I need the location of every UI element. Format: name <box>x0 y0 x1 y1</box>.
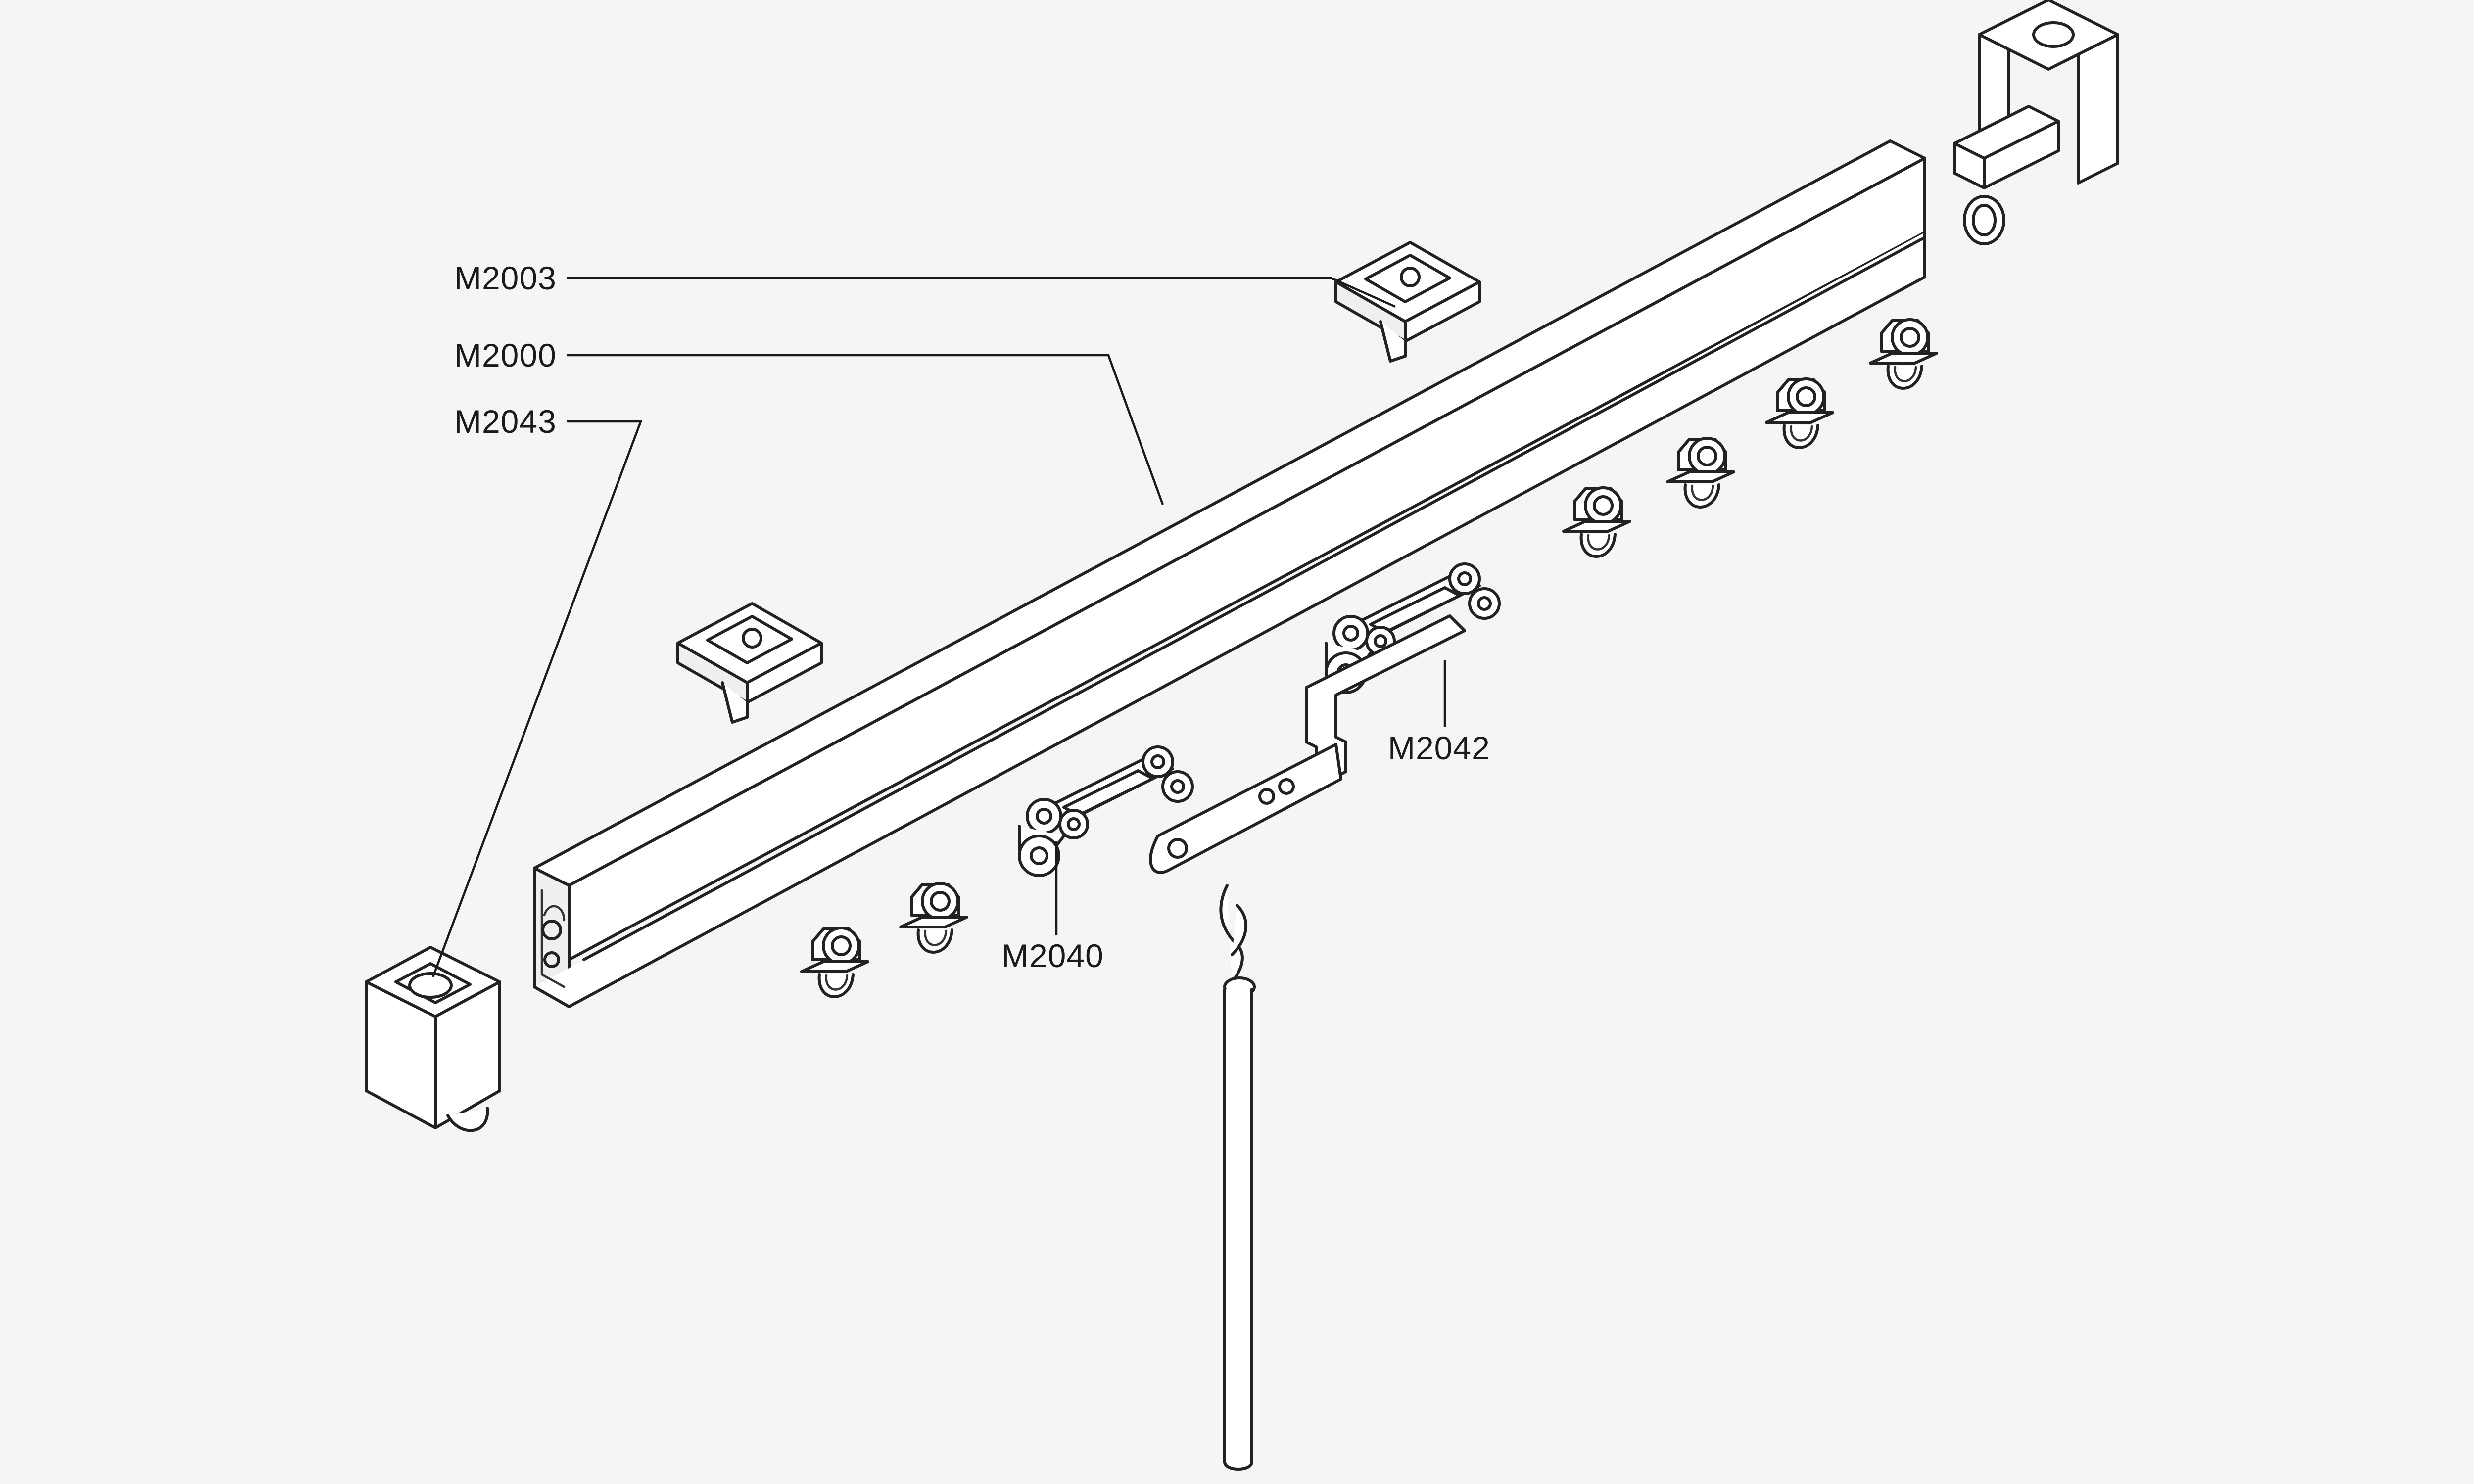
label-end-stop: M2043 <box>454 403 557 440</box>
leader-rail <box>567 354 1164 505</box>
glider-2 <box>901 883 967 952</box>
rail-profile <box>533 139 1926 1008</box>
glider-5 <box>1766 379 1833 448</box>
glider-1 <box>802 928 868 997</box>
glider-4 <box>1667 438 1734 507</box>
label-master-carrier: M2040 <box>1001 937 1104 974</box>
draw-wand <box>1219 884 1256 1471</box>
ceiling-clip-upper <box>1336 242 1479 361</box>
ceiling-clip-lower <box>678 603 821 722</box>
glider-6 <box>1870 320 1937 388</box>
leader-end-stop <box>431 420 643 977</box>
end-bracket-right <box>1953 0 2119 245</box>
leader-clip <box>567 277 1396 308</box>
label-rail: M2000 <box>454 337 557 373</box>
end-stop-left <box>365 946 501 1132</box>
label-clip: M2003 <box>454 260 557 296</box>
overlap-arm <box>1149 564 1499 874</box>
label-overlap-arm: M2042 <box>1388 730 1490 766</box>
glider-3 <box>1564 488 1630 556</box>
